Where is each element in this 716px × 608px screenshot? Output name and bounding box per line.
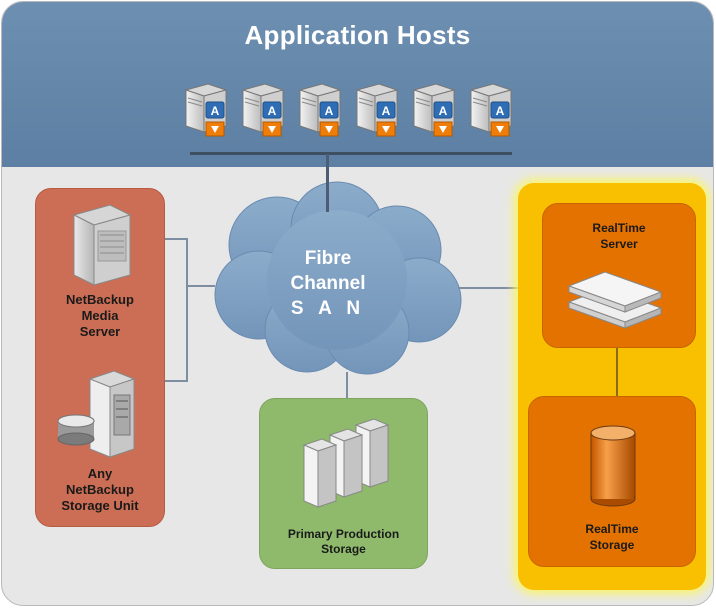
san-label-line1: Fibre [304,248,352,269]
primary-storage-label: Primary Production Storage [260,527,427,557]
netbackup-panel: NetBackup Media Server Any NetBackup [35,188,165,527]
application-host-3: A [296,82,346,146]
host-badge-text: A [496,104,505,118]
primary-storage-label-line2: Storage [321,542,366,556]
media-server-connector-bottom [163,380,187,382]
storage-unit-label-line1: Any [87,466,113,481]
media-server-icon [72,204,132,286]
san-label-line3: S A N [290,298,366,319]
host-to-san-connector [326,154,329,212]
fibre-channel-san-cloud [214,181,462,375]
realtime-storage-label-line1: RealTime [585,522,639,536]
application-host-6: A [467,82,517,146]
realtime-storage-panel: RealTime Storage [528,396,696,567]
media-server-label-line3: Server [79,324,121,339]
host-badge-text: A [382,104,391,118]
realtime-storage-label: RealTime Storage [529,521,695,553]
host-badge-text: A [439,104,448,118]
application-host-5: A [410,82,460,146]
san-label: Fibre Channel S A N [264,246,392,321]
realtime-server-label: RealTime Server [543,220,695,252]
server-front [302,438,338,508]
application-host-1: A [182,82,232,146]
application-hosts-band: Application Hosts [2,2,713,167]
host-badge-text: A [268,104,277,118]
media-server-label-line1: NetBackup [66,292,134,307]
media-server-to-san-connector [187,285,215,287]
media-server-connector-top [163,238,187,240]
realtime-server-icon [567,271,663,329]
host-badge-text: A [211,104,220,118]
realtime-server-panel: RealTime Server [542,203,696,348]
realtime-storage-label-line2: Storage [589,538,635,552]
media-server-label-line2: Media [81,308,119,323]
storage-unit-label-line2: NetBackup [66,482,134,497]
host-bus-line [190,152,512,155]
media-server-connector-vertical [186,238,188,382]
realtime-server-to-storage-connector [616,344,618,398]
primary-storage-servers-icon [302,418,390,508]
san-to-realtime-connector [458,287,544,289]
storage-unit-icon [57,370,136,458]
application-hosts-title: Application Hosts [244,20,471,50]
realtime-storage-cylinder-icon [590,425,636,507]
application-host-2: A [239,82,289,146]
realtime-server-label-line1: RealTime [592,221,646,235]
primary-storage-label-line1: Primary Production [287,527,400,541]
media-server-label: NetBackup Media Server [36,292,164,340]
storage-unit-label: Any NetBackup Storage Unit [36,466,164,514]
host-badge-text: A [325,104,334,118]
san-label-line2: Channel [290,273,366,294]
primary-storage-panel: Primary Production Storage [259,398,428,569]
storage-unit-label-line3: Storage Unit [61,498,139,513]
application-host-4: A [353,82,403,146]
realtime-server-label-line2: Server [600,237,638,251]
